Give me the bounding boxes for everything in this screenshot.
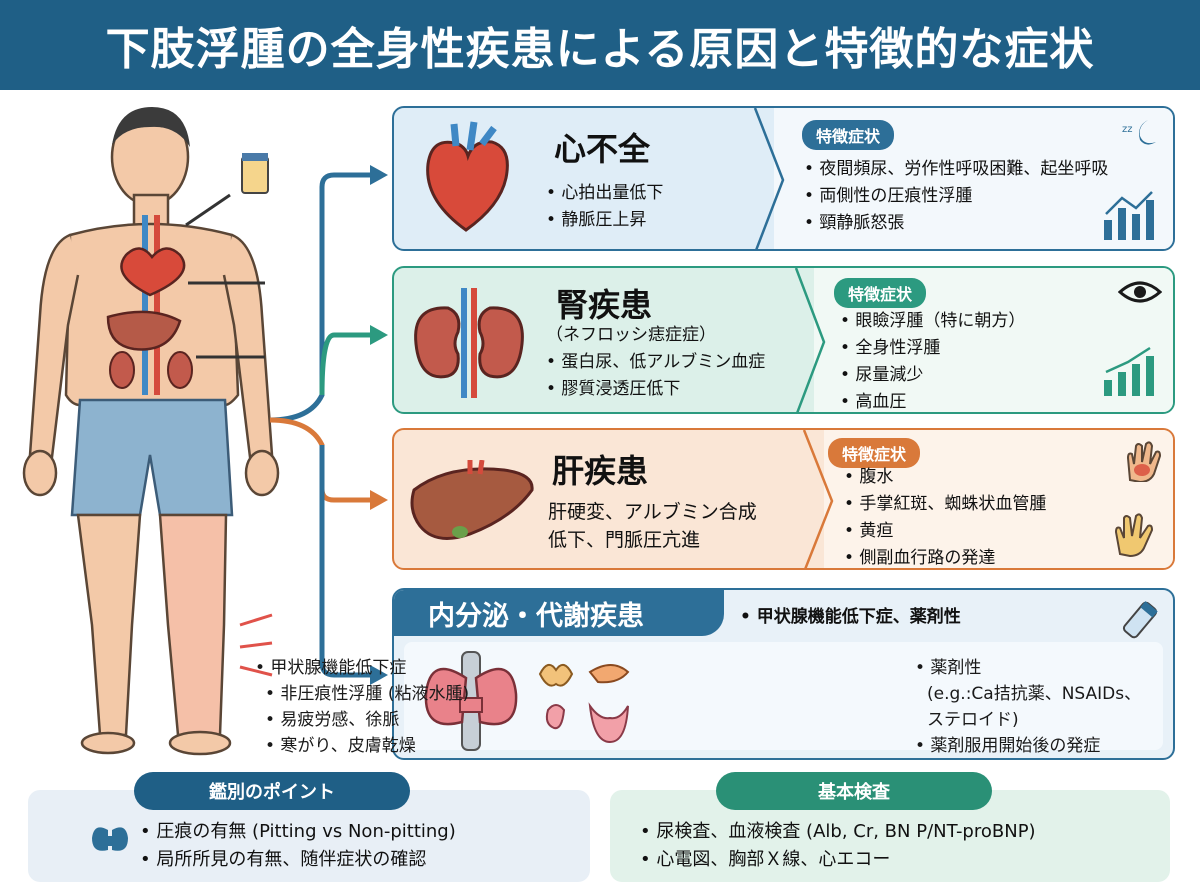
liver-symptom: • 腹水 xyxy=(844,467,894,487)
kidneys-organ-icon xyxy=(414,288,524,398)
chevron-divider xyxy=(802,430,834,568)
heart-symptom: • 夜間頻尿、労作性呼吸困難、起坐呼吸 xyxy=(804,159,1109,179)
connector-arrows xyxy=(270,165,388,685)
kidney-cause: • 膠質浸透圧低下 xyxy=(546,379,681,399)
basic-tests-label: 基本検査 xyxy=(716,772,992,810)
chevron-divider xyxy=(753,108,785,249)
svg-text:zz: zz xyxy=(1122,124,1133,135)
endocrine-hypothyroid-item: • 非圧痕性浮腫 (粘液水腫) xyxy=(265,684,470,704)
heart-failure-card: 心不全 • 心拍出量低下 • 静脈圧上昇 特徴症状 • 夜間頻尿、労作性呼吸困難… xyxy=(392,106,1175,251)
basic-test-item: • 尿検査、血液検査 (Alb, Cr, BN P/NT-proBNP) xyxy=(640,821,1036,842)
liver-symptom: • 黄疸 xyxy=(844,521,894,541)
bar-chart-icon xyxy=(1104,191,1154,240)
liver-symptom: • 側副血行路の発達 xyxy=(844,548,996,568)
kidney-symptoms-label: 特徴症状 xyxy=(834,278,927,308)
thyroid-organ-icon xyxy=(424,651,518,751)
heart-organ-icon xyxy=(426,121,509,232)
kidney-cause: （ネフロッシ痣症症） xyxy=(546,325,716,345)
palm-erythema-hand-icon xyxy=(1126,441,1162,482)
liver-cause: 低下、門脈圧亢進 xyxy=(548,529,701,551)
basic-test-item: • 心電図、胸部Ｘ線、心エコー xyxy=(640,849,891,870)
heart-cause: • 心拍出量低下 xyxy=(546,183,664,203)
differential-point: • 局所所見の有無、随伴症状の確認 xyxy=(140,849,427,870)
kidney-symptom: • 眼瞼浮腫（特に朝方） xyxy=(840,311,1026,331)
endocrine-hypothyroid-item: • 寒がり、皮膚乾燥 xyxy=(265,736,416,756)
liver-cause: 肝硬変、アルブミン合成 xyxy=(548,501,757,523)
endocrine-hypothyroid-item: • 易疲労感、徐脈 xyxy=(265,710,400,730)
title-bar: 下肢浮腫の全身性疾患による原因と特徴的な症状 xyxy=(0,0,1200,90)
kidney-symptom: • 尿量減少 xyxy=(840,365,924,385)
moon-sleep-icon: zz xyxy=(1122,120,1156,145)
differential-points-label: 鑑別のポイント xyxy=(134,772,410,810)
liver-symptom: • 手掌紅斑、蜘蛛状血管腫 xyxy=(844,494,1047,514)
heart-symptom: • 頸静脈怒張 xyxy=(804,213,905,233)
endocrine-summary: • 甲状腺機能低下症、薬剤性 xyxy=(740,607,961,627)
medicine-bottle-icon xyxy=(1122,601,1158,639)
heart-title: 心不全 xyxy=(554,130,651,168)
liver-disease-card: 肝疾患 肝硬変、アルブミン合成 低下、門脈圧亢進 特徴症状 • 腹水 • 手掌紅… xyxy=(392,428,1175,570)
differential-point: • 圧痕の有無 (Pitting vs Non-pitting) xyxy=(140,821,456,842)
liver-title: 肝疾患 xyxy=(552,452,649,490)
endocrine-hypothyroid-item: • 甲状腺機能低下症 xyxy=(255,658,407,678)
endocrine-title: 内分泌・代謝疾患 xyxy=(394,590,724,636)
endocrine-drug-item: • 薬剤性 xyxy=(915,658,982,678)
thyroid-small-icon xyxy=(92,827,128,851)
page-title: 下肢浮腫の全身性疾患による原因と特徴的な症状 xyxy=(105,24,1095,75)
rising-chart-icon xyxy=(1104,346,1154,396)
jaundice-hand-icon xyxy=(1114,513,1154,558)
heart-symptoms-label: 特徴症状 xyxy=(802,120,895,150)
heart-symptom: • 両側性の圧痕性浮腫 xyxy=(804,186,973,206)
liver-symptoms-label: 特徴症状 xyxy=(828,438,921,468)
endocrine-drug-item: (e.g.:Ca拮抗薬、NSAIDs、 xyxy=(927,684,1142,704)
kidney-symptom: • 全身性浮腫 xyxy=(840,338,941,358)
kidney-title: 腎疾患 xyxy=(556,286,653,324)
endocrine-drug-item: ステロイド) xyxy=(927,710,1019,730)
heart-cause: • 静脈圧上昇 xyxy=(546,210,647,230)
chevron-divider xyxy=(794,268,826,412)
liver-organ-icon xyxy=(410,460,534,540)
endocrine-metabolic-card: 内分泌・代謝疾患 • 甲状腺機能低下症、薬剤性 xyxy=(392,588,1175,760)
endocrine-detail-pane xyxy=(404,642,1163,750)
endocrine-drug-item: • 薬剤服用開始後の発症 xyxy=(915,736,1101,756)
human-body-illustration xyxy=(22,107,280,756)
eye-icon xyxy=(1118,281,1162,303)
kidney-disease-card: 腎疾患 （ネフロッシ痣症症） • 蛋白尿、低アルブミン血症 • 膠質浸透圧低下 … xyxy=(392,266,1175,414)
kidney-cause: • 蛋白尿、低アルブミン血症 xyxy=(546,352,766,372)
kidney-symptom: • 高血圧 xyxy=(840,392,907,412)
endocrine-glands-icon xyxy=(538,663,630,744)
